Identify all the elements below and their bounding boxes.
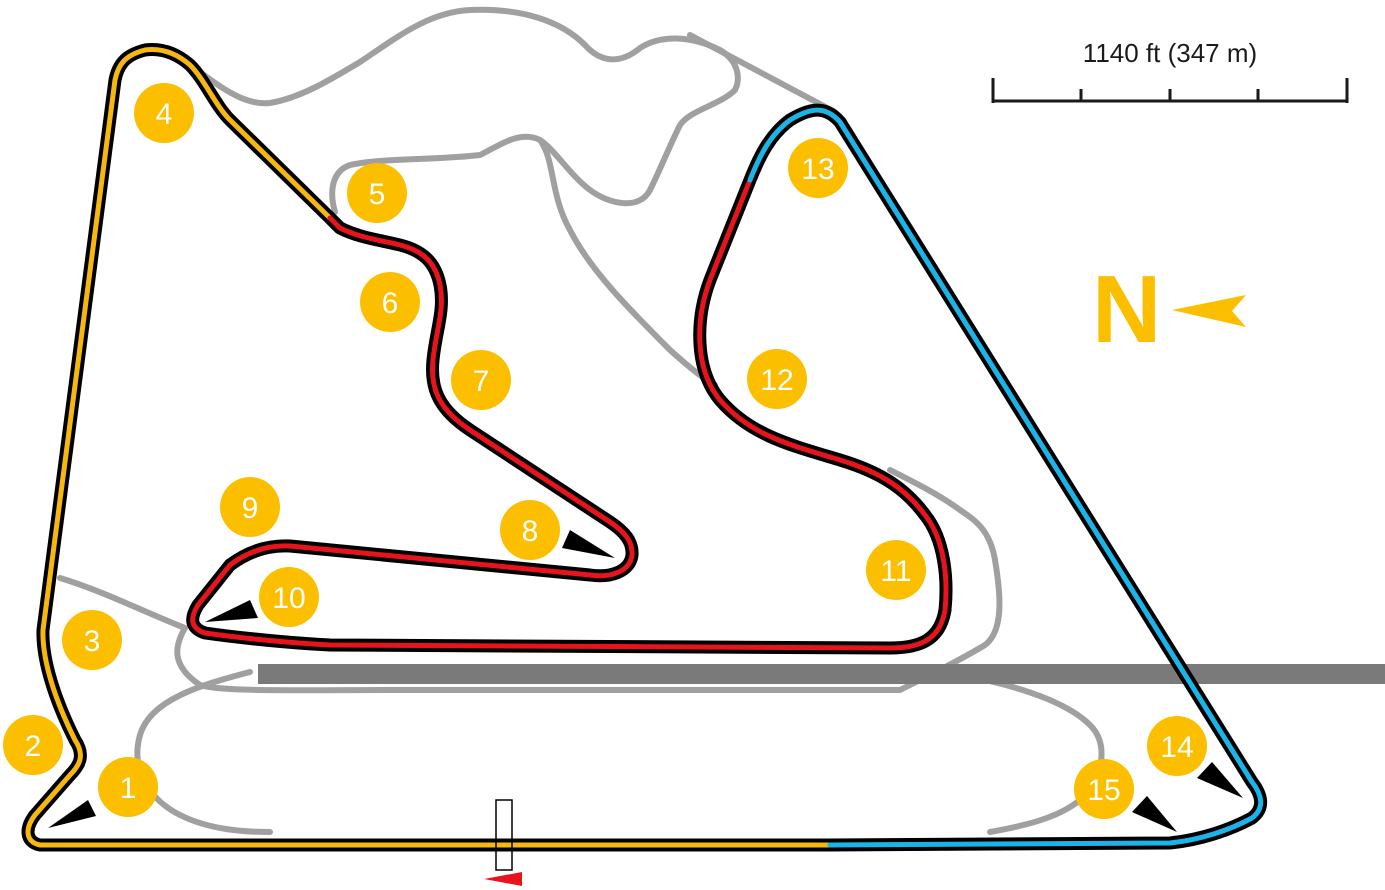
turn-badge-circle (1147, 716, 1207, 776)
sector-3-line (747, 107, 1264, 848)
turn-badge-circle (259, 567, 319, 627)
north-arrow-icon (1172, 295, 1246, 327)
turn-badge-8: 8 (500, 500, 560, 560)
turn-badge-14: 14 (1147, 716, 1207, 776)
turn-badge-circle (62, 610, 122, 670)
turn-number-label: 3 (84, 625, 101, 658)
unused-north-loop (197, 6, 741, 215)
arrow-turn-1 (48, 800, 96, 828)
turn-badge-circle (1074, 759, 1134, 819)
direction-arrows (48, 530, 1243, 832)
turn-number-label: 6 (382, 287, 399, 320)
turn-badge-6: 6 (360, 272, 420, 332)
turn-badge-2: 2 (3, 715, 63, 775)
unused-inner-connector (537, 137, 718, 388)
turn-number-label: 7 (473, 365, 490, 398)
arrow-turn-10 (205, 600, 258, 622)
turn-number-label: 14 (1160, 731, 1193, 764)
arrow-turn-15 (1132, 796, 1177, 832)
turn-number-label: 13 (801, 153, 834, 186)
turn-badge-circle (747, 349, 807, 409)
scale-bar: 1140 ft (347 m) (991, 38, 1349, 103)
turn-number-label: 11 (880, 555, 911, 588)
turn-number-label: 2 (25, 730, 42, 763)
turn-badge-7: 7 (451, 350, 511, 410)
turn-number-label: 8 (522, 515, 539, 548)
unused-layout-lines (57, 6, 1105, 835)
scale-label: 1140 ft (347 m) (1083, 38, 1257, 68)
unused-south-loop (134, 669, 273, 835)
turn-badge-13: 13 (788, 138, 848, 198)
turn-badge-9: 9 (220, 477, 280, 537)
north-indicator: N (1092, 256, 1246, 363)
track-outline (21, 43, 1268, 852)
north-label: N (1092, 256, 1161, 363)
turn-badge-circle (866, 540, 926, 600)
turn-number-label: 5 (369, 178, 386, 211)
turn-number-label: 10 (272, 582, 305, 615)
turn-badge-circle (347, 163, 407, 223)
turn-number-label: 15 (1087, 774, 1120, 807)
track-outline-path (21, 43, 1268, 852)
arrow-turn-14 (1197, 762, 1243, 798)
unused-east-connector (687, 32, 838, 115)
turn-badge-3: 3 (62, 610, 122, 670)
pit-lane (258, 664, 1385, 684)
turn-number-label: 4 (156, 98, 173, 131)
turn-badge-4: 4 (134, 83, 194, 143)
turn-badge-11: 11 (866, 540, 926, 600)
sector-1-line (25, 47, 833, 848)
turn-badge-circle (500, 500, 560, 560)
turn-badge-circle (788, 138, 848, 198)
turn-badge-circle (451, 350, 511, 410)
turn-badge-15: 15 (1074, 759, 1134, 819)
turn-badge-5: 5 (347, 163, 407, 223)
turn-badge-circle (134, 83, 194, 143)
arrow-turn-8 (562, 530, 615, 558)
turn-number-label: 9 (242, 492, 259, 525)
turn-badge-circle (3, 715, 63, 775)
turn-badge-circle (360, 272, 420, 332)
unused-west-loop (57, 467, 1003, 694)
turn-badge-10: 10 (259, 567, 319, 627)
start-direction-flag (484, 872, 522, 886)
turn-number-label: 12 (760, 364, 793, 397)
turn-badge-circle (98, 757, 158, 817)
start-grid-box (495, 799, 513, 871)
sector-2-line (190, 177, 949, 651)
turn-badge-1: 1 (98, 757, 158, 817)
turn-badge-12: 12 (747, 349, 807, 409)
turn-badge-circle (220, 477, 280, 537)
turn-number-label: 1 (120, 772, 137, 805)
